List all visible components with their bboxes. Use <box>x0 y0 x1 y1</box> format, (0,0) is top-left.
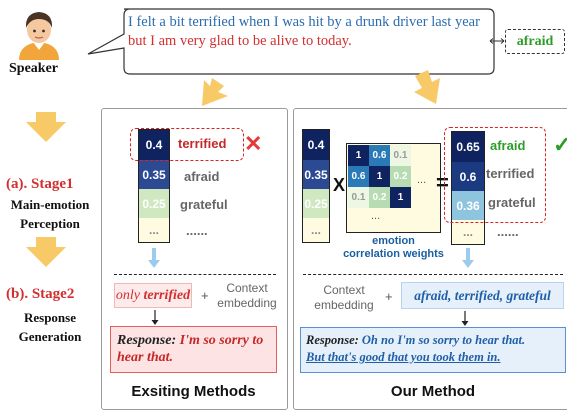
matrix-cell-1-3: 0.1 <box>390 145 411 166</box>
ours-caption: Our Method <box>390 383 476 400</box>
ours-output-column: 0.65 0.6 0.36 ... <box>451 131 485 245</box>
cross-icon: ✕ <box>244 131 263 156</box>
ours-context-1: Context <box>323 283 365 297</box>
existing-label-3: grateful <box>180 197 228 212</box>
stage2-sub1: Response <box>23 310 76 325</box>
ours-input-cell-4: ... <box>310 223 321 237</box>
ours-input-column: 0.4 0.35 0.25 ... <box>302 129 330 243</box>
ours-label-1: afraid <box>490 138 526 153</box>
thin-arrow-icon <box>461 311 469 326</box>
matrix-cell-2-2: 1 <box>369 166 390 187</box>
existing-response-label: Response: <box>117 333 177 348</box>
ours-input-cell-1: 0.4 <box>303 130 329 160</box>
ours-output-cell-3: 0.36 <box>452 191 484 220</box>
existing-response-text: I'm so sorry to hear that. <box>117 333 264 365</box>
stage2-title: (b). Stage2 <box>6 286 75 302</box>
equals-sign: = <box>436 170 449 195</box>
speaker-avatar <box>15 4 63 60</box>
existing-label-4: ...... <box>186 223 208 238</box>
stage1-title: (a). Stage1 <box>6 176 74 192</box>
ours-response-text-1: Oh no I'm so sorry to hear that. <box>358 333 526 347</box>
matrix-cell-1-1: 1 <box>348 145 369 166</box>
existing-input-word: only <box>115 287 144 303</box>
correlation-matrix: 1 0.6 0.1 0.6 1 0.2 0.1 0.2 1 ... ... <box>346 143 441 233</box>
thin-arrow-icon <box>151 310 159 325</box>
ours-output-cell-1: 0.65 <box>452 132 484 162</box>
existing-cell-2: 0.35 <box>139 160 169 189</box>
ours-top-highlight <box>444 127 546 223</box>
matrix-caption-2: correlation weights <box>343 248 444 260</box>
existing-response-box: Response: I'm so sorry to hear that. <box>110 326 277 373</box>
existing-caption: Exsiting Methods <box>131 383 256 400</box>
ours-response-box: Response: Oh no I'm so sorry to hear tha… <box>300 327 566 373</box>
ours-output-cell-4: ... <box>462 225 473 239</box>
emotion-tag: afraid <box>516 33 554 49</box>
matrix-cell-2-1: 0.6 <box>348 166 369 187</box>
ours-output-cell-2: 0.6 <box>452 162 484 191</box>
down-arrow-icon <box>148 248 160 268</box>
existing-plus: + <box>201 288 209 303</box>
utterance-part2: but I am very glad to be alive to today. <box>128 33 352 49</box>
matrix-dots-v: ... <box>371 210 381 222</box>
existing-cell-3: 0.25 <box>139 189 169 218</box>
existing-prob-column: 0.4 0.35 0.25 ... <box>138 129 170 243</box>
existing-label-2: afraid <box>184 169 220 184</box>
ours-input-text: afraid, terrified, grateful <box>414 287 551 303</box>
existing-cell-4: ... <box>148 223 159 237</box>
speech-bubble <box>87 8 495 75</box>
ours-label-4: ...... <box>497 224 519 239</box>
utterance-part1: I felt a bit terrified when I was hit by… <box>128 14 480 30</box>
matrix-dots-h: ... <box>417 174 427 186</box>
ours-context-2: embedding <box>314 298 374 312</box>
ours-input-cell-3: 0.25 <box>303 189 329 218</box>
matrix-cell-3-1: 0.1 <box>348 187 369 208</box>
down-arrow-icon <box>462 248 474 268</box>
matrix-caption-1: emotion <box>372 235 415 247</box>
matrix-cell-3-2: 0.2 <box>369 187 390 208</box>
ours-response-label: Response: <box>306 333 359 347</box>
ours-input-box: afraid, terrified, grateful <box>401 282 564 309</box>
stage1-sub1: Main-emotion <box>10 197 90 212</box>
existing-input-emph: terrified <box>143 287 191 303</box>
existing-cell-1: 0.4 <box>139 130 169 160</box>
emotion-tag-box: afraid <box>505 29 565 54</box>
ours-label-3: grateful <box>488 195 536 210</box>
stage1-sub2: Perception <box>20 216 80 231</box>
matrix-cell-1-2: 0.6 <box>369 145 390 166</box>
existing-context-1: Context <box>226 281 268 295</box>
matrix-cell-3-3: 1 <box>390 187 411 208</box>
ours-divider <box>303 274 563 275</box>
existing-label-1: terrified <box>178 136 227 151</box>
existing-context-2: embedding <box>217 296 277 310</box>
double-arrow-icon <box>489 38 505 44</box>
utterance-text: I felt a bit terrified when I was hit by… <box>128 13 490 51</box>
existing-top-highlight <box>130 128 244 161</box>
existing-input-box: only terrified <box>114 283 192 308</box>
stage2-sub2: Generation <box>18 329 82 344</box>
multiply-sign: X <box>333 175 346 195</box>
ours-plus: + <box>385 289 393 304</box>
existing-divider <box>114 274 276 275</box>
ours-input-cell-2: 0.35 <box>303 160 329 189</box>
ours-label-2: terrified <box>486 166 535 181</box>
ours-response-text-2: But that's good that you took them in. <box>306 350 501 364</box>
check-icon: ✓ <box>553 132 567 157</box>
speaker-label: Speaker <box>9 61 58 76</box>
matrix-cell-2-3: 0.2 <box>390 166 411 187</box>
